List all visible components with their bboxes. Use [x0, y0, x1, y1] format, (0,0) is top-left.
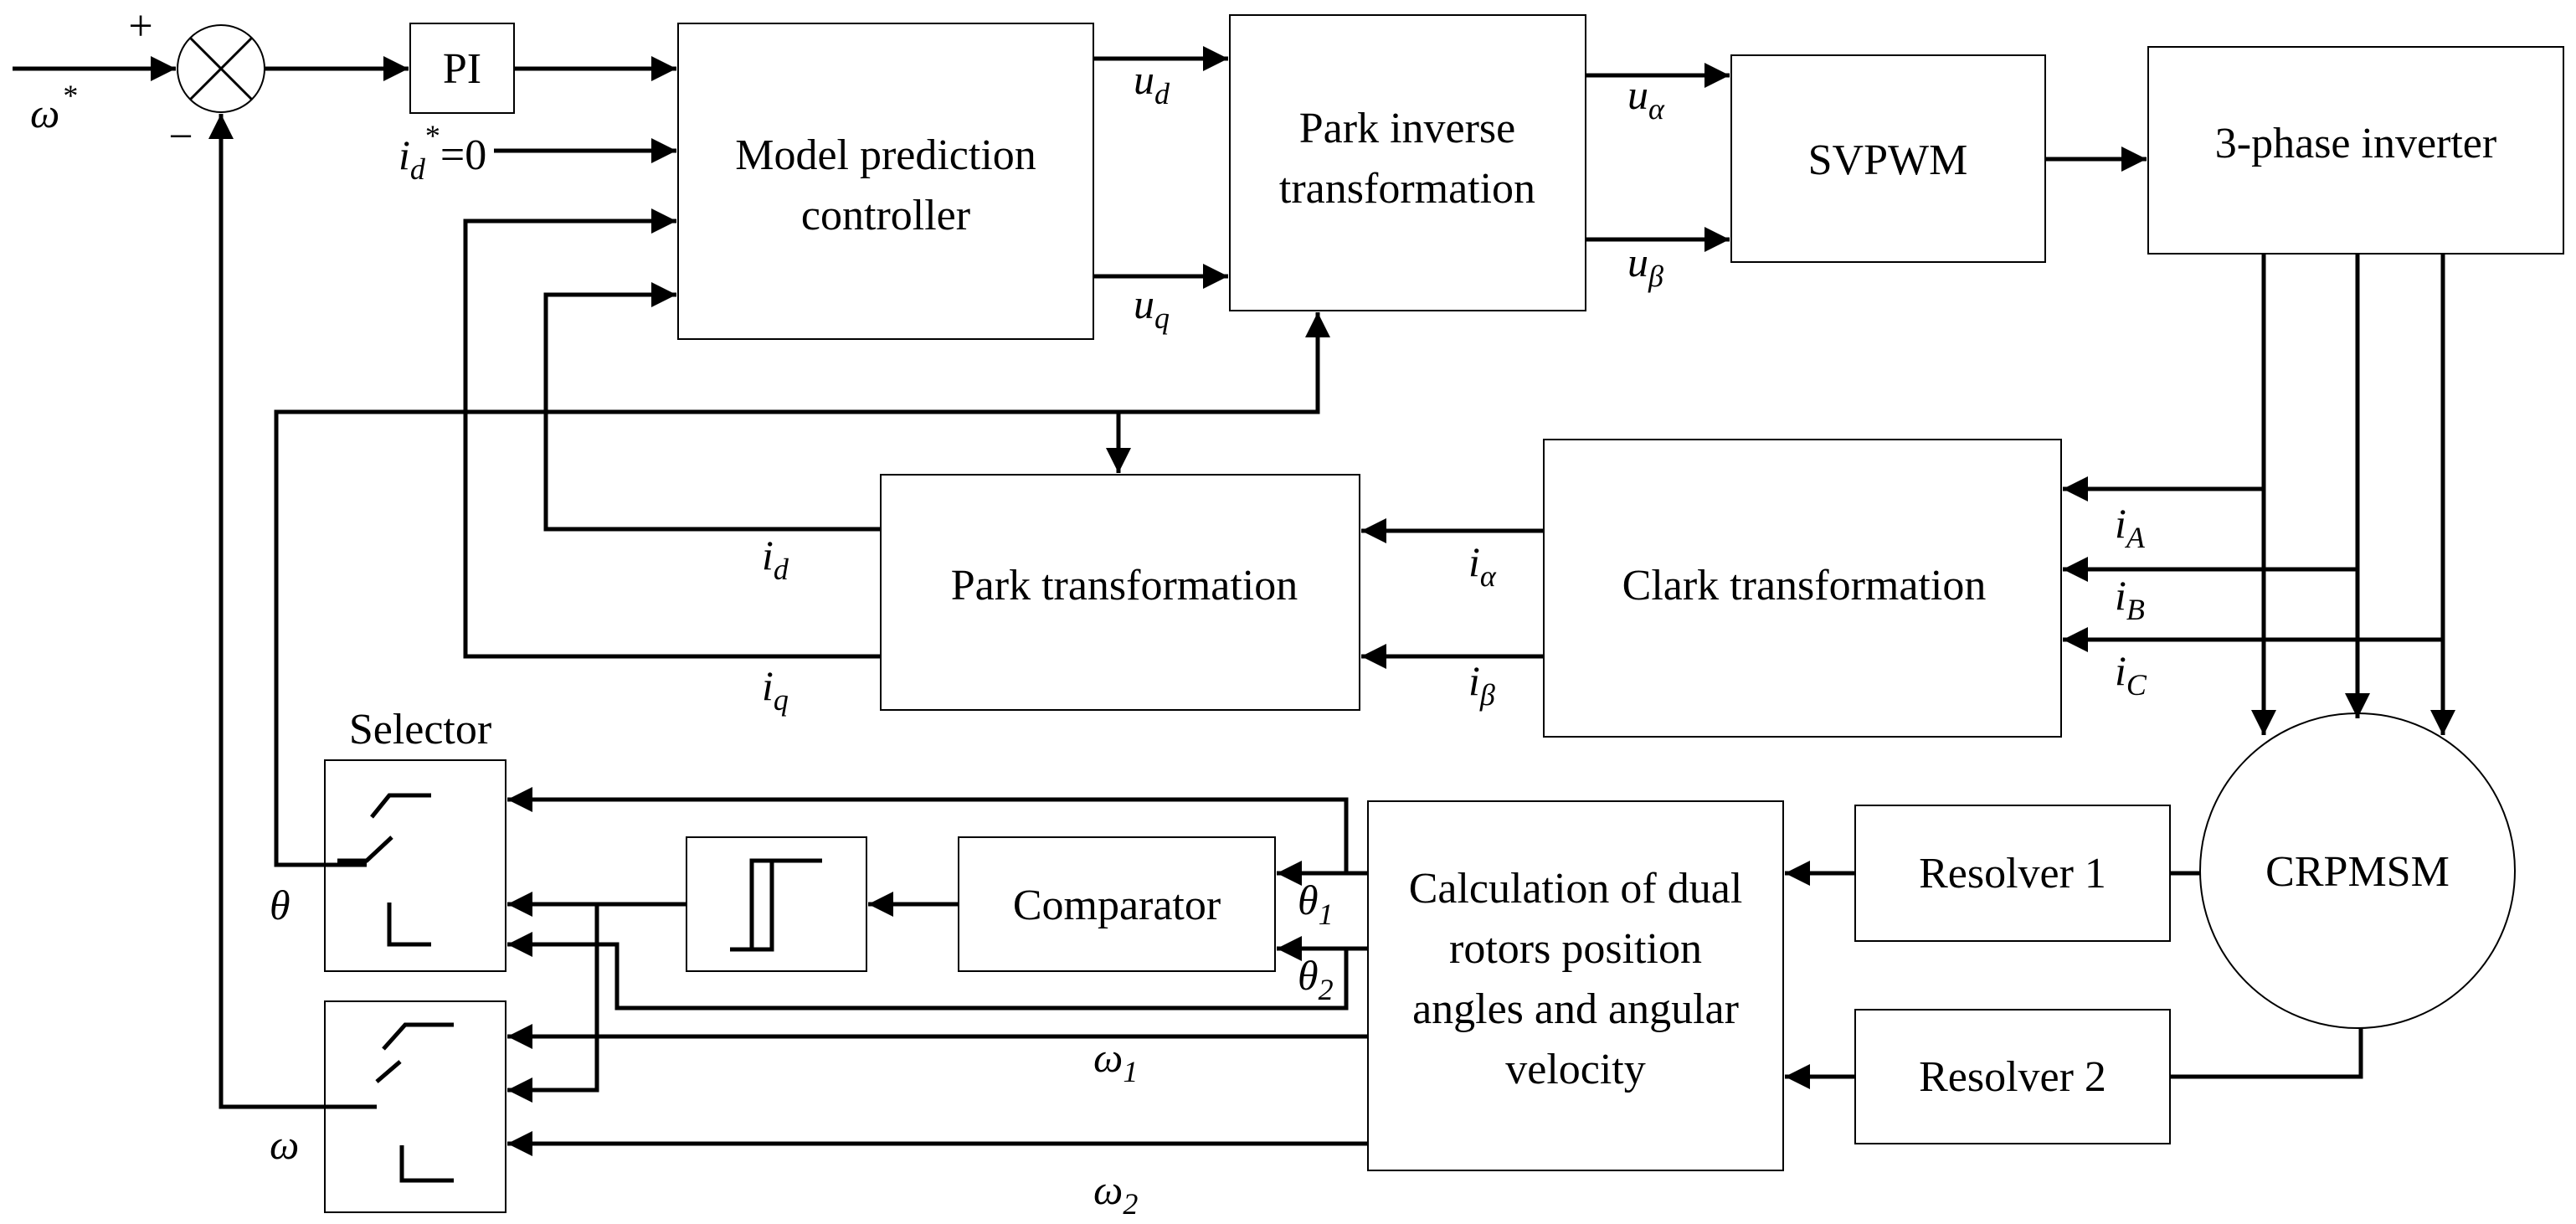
calc-label-line3: angles and angular	[1412, 985, 1739, 1033]
calc-label-line4: velocity	[1505, 1046, 1646, 1093]
clark-label: Clark transformation	[1622, 562, 1987, 609]
wire-theta1-to-selector	[507, 787, 1349, 873]
calc-label-line1: Calculation of dual	[1409, 865, 1743, 913]
minus-sign: −	[168, 113, 193, 161]
resolver1-block: Resolver 1	[1854, 805, 2171, 942]
label-id: id	[762, 532, 789, 586]
clark-block: Clark transformation	[1543, 439, 2062, 738]
park-block: Park transformation	[880, 474, 1360, 711]
park-inverse-block: Park inverse transformation	[1229, 14, 1586, 311]
label-iq: iq	[762, 662, 789, 717]
pi-label: PI	[443, 45, 481, 93]
label-ialpha: iα	[1468, 538, 1497, 593]
label-iA: iA	[2115, 500, 2146, 554]
label-theta1: θ1	[1298, 877, 1334, 931]
mpc-block: Model prediction controller	[677, 23, 1094, 340]
inverter-label: 3-phase inverter	[2215, 120, 2496, 167]
motor-circle: CRPMSM	[2199, 712, 2516, 1029]
svpwm-label: SVPWM	[1808, 136, 1968, 184]
park-inverse-label-line2: transformation	[1279, 165, 1535, 213]
label-ud: ud	[1134, 56, 1170, 111]
label-iB: iB	[2115, 572, 2145, 626]
park-label: Park transformation	[951, 562, 1298, 609]
resolver1-label: Resolver 1	[1919, 850, 2106, 897]
wire-iq-feedback	[463, 208, 881, 659]
calc-label-line2: rotors position	[1449, 925, 1702, 973]
label-omega2: ω2	[1093, 1166, 1138, 1221]
wire-omega-feedback	[208, 114, 377, 1109]
label-omega-ref: ω*	[30, 79, 78, 136]
mpc-label-line2: controller	[801, 192, 970, 239]
mpc-label-line1: Model prediction	[735, 131, 1036, 179]
wire-theta-bus	[274, 312, 1330, 867]
svpwm-block: SVPWM	[1730, 54, 2046, 263]
plus-sign: +	[128, 3, 152, 50]
summing-junction	[177, 24, 265, 113]
label-uq: uq	[1134, 280, 1170, 335]
comparator-block: Comparator	[958, 836, 1276, 972]
resolver2-label: Resolver 2	[1919, 1053, 2106, 1101]
hysteresis-block	[686, 836, 867, 972]
label-theta: θ	[270, 882, 291, 928]
label-ualpha: uα	[1627, 71, 1665, 126]
hysteresis-curve	[730, 858, 822, 952]
label-omega: ω	[270, 1121, 299, 1168]
label-ibeta: iβ	[1468, 657, 1495, 712]
inverter-block: 3-phase inverter	[2147, 46, 2564, 255]
selector-title: Selector	[349, 706, 491, 753]
label-id-ref: id*=0	[398, 119, 486, 186]
label-ubeta: uβ	[1627, 239, 1663, 293]
motor-label: CRPMSM	[2265, 848, 2450, 896]
calculation-block: Calculation of dual rotors position angl…	[1367, 800, 1784, 1171]
wire-motor-to-resolver2	[2170, 1028, 2363, 1079]
resolver2-block: Resolver 2	[1854, 1009, 2171, 1144]
park-inverse-label-line1: Park inverse	[1299, 105, 1515, 152]
label-iC: iC	[2115, 647, 2147, 702]
wire-theta2-to-selector	[507, 932, 1349, 1011]
wire-switch-bus	[507, 904, 599, 1103]
comparator-label: Comparator	[1013, 882, 1221, 929]
label-omega1: ω1	[1093, 1034, 1138, 1088]
label-theta2: θ2	[1298, 952, 1334, 1006]
signal-wires	[13, 46, 2455, 1156]
pi-block: PI	[409, 23, 515, 114]
